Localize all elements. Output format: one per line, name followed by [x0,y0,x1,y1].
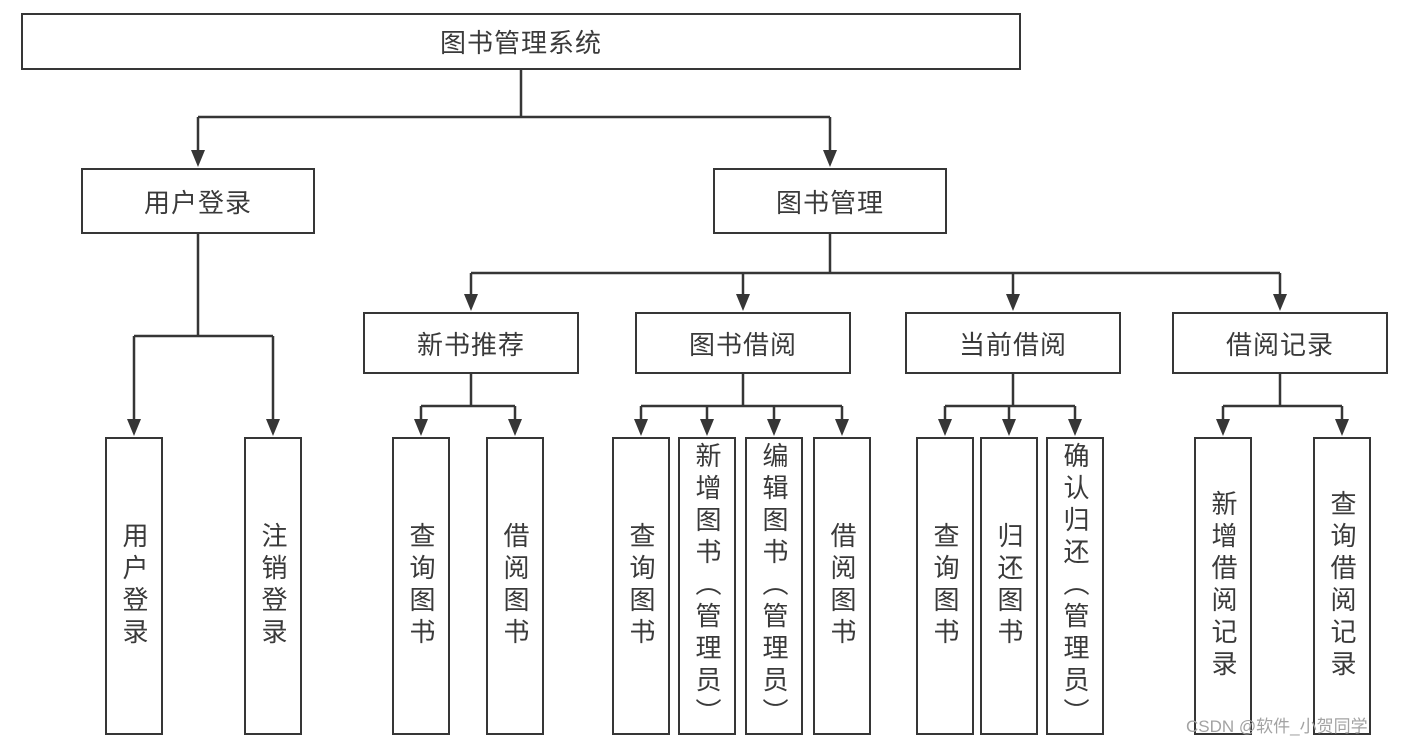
csdn-watermark: CSDN @软件_小贺同学 [1186,717,1368,736]
leaf-add-books-admin-label: 新增图书（管理员） [692,442,722,730]
node-current-borrowing: 当前借阅 [905,312,1121,374]
leaf-query-books-recommend: 查询图书 [392,437,450,735]
leaf-borrow-books-borrowing: 借阅图书 [813,437,871,735]
leaf-edit-books-admin-label: 编辑图书（管理员） [759,442,789,730]
node-library-system-label: 图书管理系统 [439,28,602,58]
leaf-user-login-label: 用户登录 [119,522,149,650]
leaf-confirm-return-admin: 确认归还（管理员） [1046,437,1104,735]
leaf-query-borrow-record-label: 查询借阅记录 [1327,490,1357,682]
leaf-query-books-current-label: 查询图书 [930,522,960,650]
node-user-login: 用户登录 [81,168,315,234]
node-book-borrowing-label: 图书借阅 [688,329,797,360]
node-book-management-label: 图书管理 [775,187,884,218]
leaf-return-books: 归还图书 [980,437,1038,735]
leaf-query-books-current: 查询图书 [916,437,974,735]
leaf-add-books-admin: 新增图书（管理员） [678,437,736,735]
node-current-borrowing-label: 当前借阅 [958,329,1067,360]
node-user-login-label: 用户登录 [143,187,252,218]
leaf-borrow-books-recommend-label: 借阅图书 [500,522,530,650]
node-borrow-records: 借阅记录 [1172,312,1388,374]
node-book-borrowing: 图书借阅 [635,312,851,374]
leaf-query-books-borrowing: 查询图书 [612,437,670,735]
leaf-borrow-books-borrowing-label: 借阅图书 [827,522,857,650]
leaf-logout-login-label: 注销登录 [258,522,288,650]
leaf-borrow-books-recommend: 借阅图书 [486,437,544,735]
leaf-add-borrow-record-label: 新增借阅记录 [1208,490,1238,682]
leaf-user-login: 用户登录 [105,437,163,735]
leaf-confirm-return-admin-label: 确认归还（管理员） [1060,442,1090,730]
node-library-system: 图书管理系统 [21,13,1021,70]
leaf-add-borrow-record: 新增借阅记录 [1194,437,1252,735]
leaf-query-books-recommend-label: 查询图书 [406,522,436,650]
leaf-return-books-label: 归还图书 [994,522,1024,650]
leaf-edit-books-admin: 编辑图书（管理员） [745,437,803,735]
node-book-management: 图书管理 [713,168,947,234]
node-new-book-recommend-label: 新书推荐 [416,329,525,360]
node-new-book-recommend: 新书推荐 [363,312,579,374]
leaf-query-books-borrowing-label: 查询图书 [626,522,656,650]
leaf-query-borrow-record: 查询借阅记录 [1313,437,1371,735]
leaf-logout-login: 注销登录 [244,437,302,735]
node-borrow-records-label: 借阅记录 [1225,329,1334,360]
